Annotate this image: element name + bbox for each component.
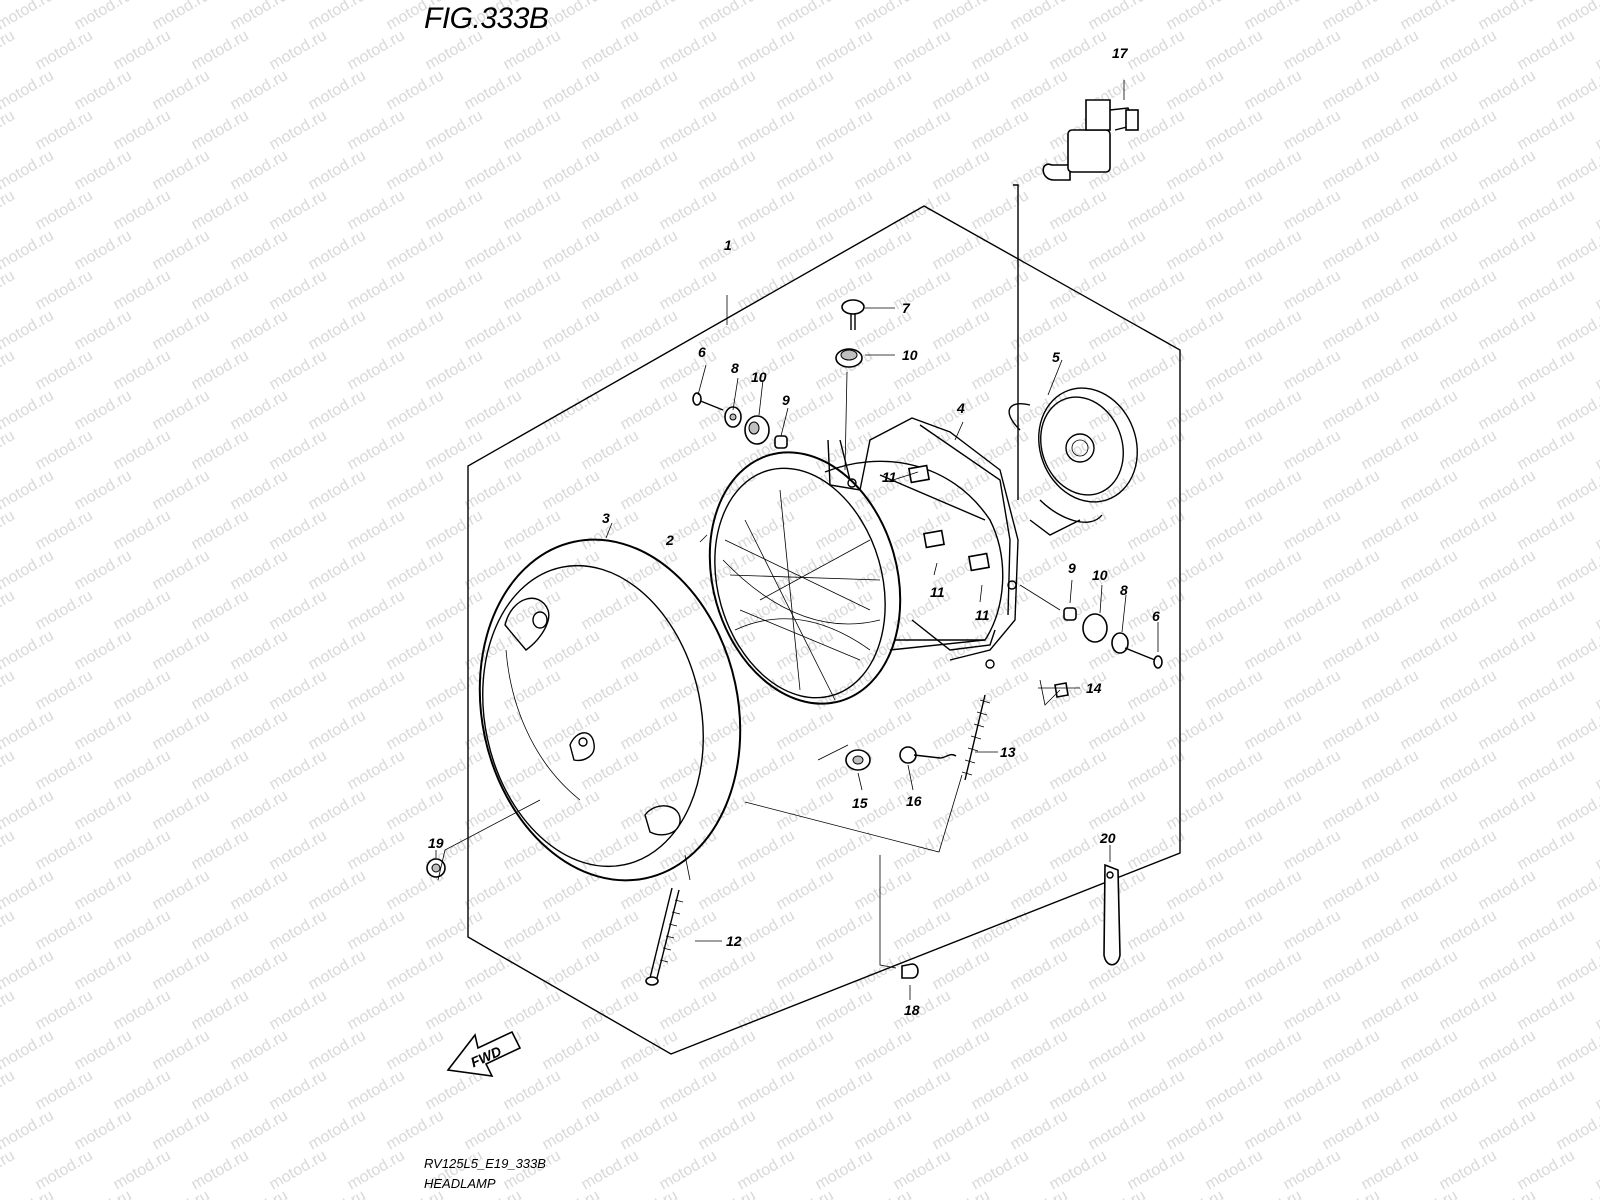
figure-title: FIG.333B: [424, 2, 549, 35]
callout-5: 5: [1052, 349, 1060, 365]
callout-12: 12: [726, 933, 742, 949]
figure-name: HEADLAMP: [424, 1176, 496, 1191]
headlamp-bulb: [1042, 99, 1139, 181]
callout-11-top: 11: [882, 469, 897, 485]
callout-20: 20: [1099, 830, 1116, 846]
callout-3: 3: [602, 510, 610, 526]
callout-18: 18: [904, 1002, 920, 1018]
headlamp-housing: [824, 460, 1004, 651]
callout-19: 19: [428, 835, 444, 851]
headlamp-bracket: [827, 417, 1019, 669]
callout-16: 16: [906, 793, 922, 809]
callout-6-left: 6: [698, 344, 706, 360]
fwd-direction-arrow: FWD: [446, 1030, 522, 1077]
callout-10-top: 10: [902, 347, 918, 363]
hardware-parts: [426, 299, 1163, 986]
callout-8-left: 8: [731, 360, 739, 376]
socket-cover: [1008, 387, 1138, 536]
assembly-box-outline: [467, 205, 1181, 1055]
callout-4: 4: [956, 400, 965, 416]
figure-code: RV125L5_E19_333B: [424, 1156, 546, 1171]
callout-1: 1: [724, 237, 732, 253]
callout-labels: 1 2 3 4 5 6 6 7 8 8 9 9 10 10 10 11 11 1…: [428, 45, 1160, 1018]
callout-8-right: 8: [1120, 582, 1128, 598]
leader-lines: [435, 80, 1159, 1000]
callout-6-right: 6: [1152, 608, 1160, 624]
callout-11-mid: 11: [930, 584, 945, 600]
headlamp-lens: [708, 451, 902, 705]
callout-15: 15: [852, 795, 868, 811]
callout-7: 7: [902, 300, 911, 316]
callout-11-right: 11: [975, 607, 990, 623]
callout-10-right: 10: [1092, 567, 1108, 583]
callout-2: 2: [665, 532, 674, 548]
callout-17: 17: [1112, 45, 1129, 61]
headlamp-rim: [478, 538, 742, 882]
callout-10-left: 10: [751, 369, 767, 385]
callout-13: 13: [1000, 744, 1016, 760]
callout-9-left: 9: [782, 392, 790, 408]
callout-14: 14: [1086, 680, 1102, 696]
callout-9-right: 9: [1068, 560, 1076, 576]
